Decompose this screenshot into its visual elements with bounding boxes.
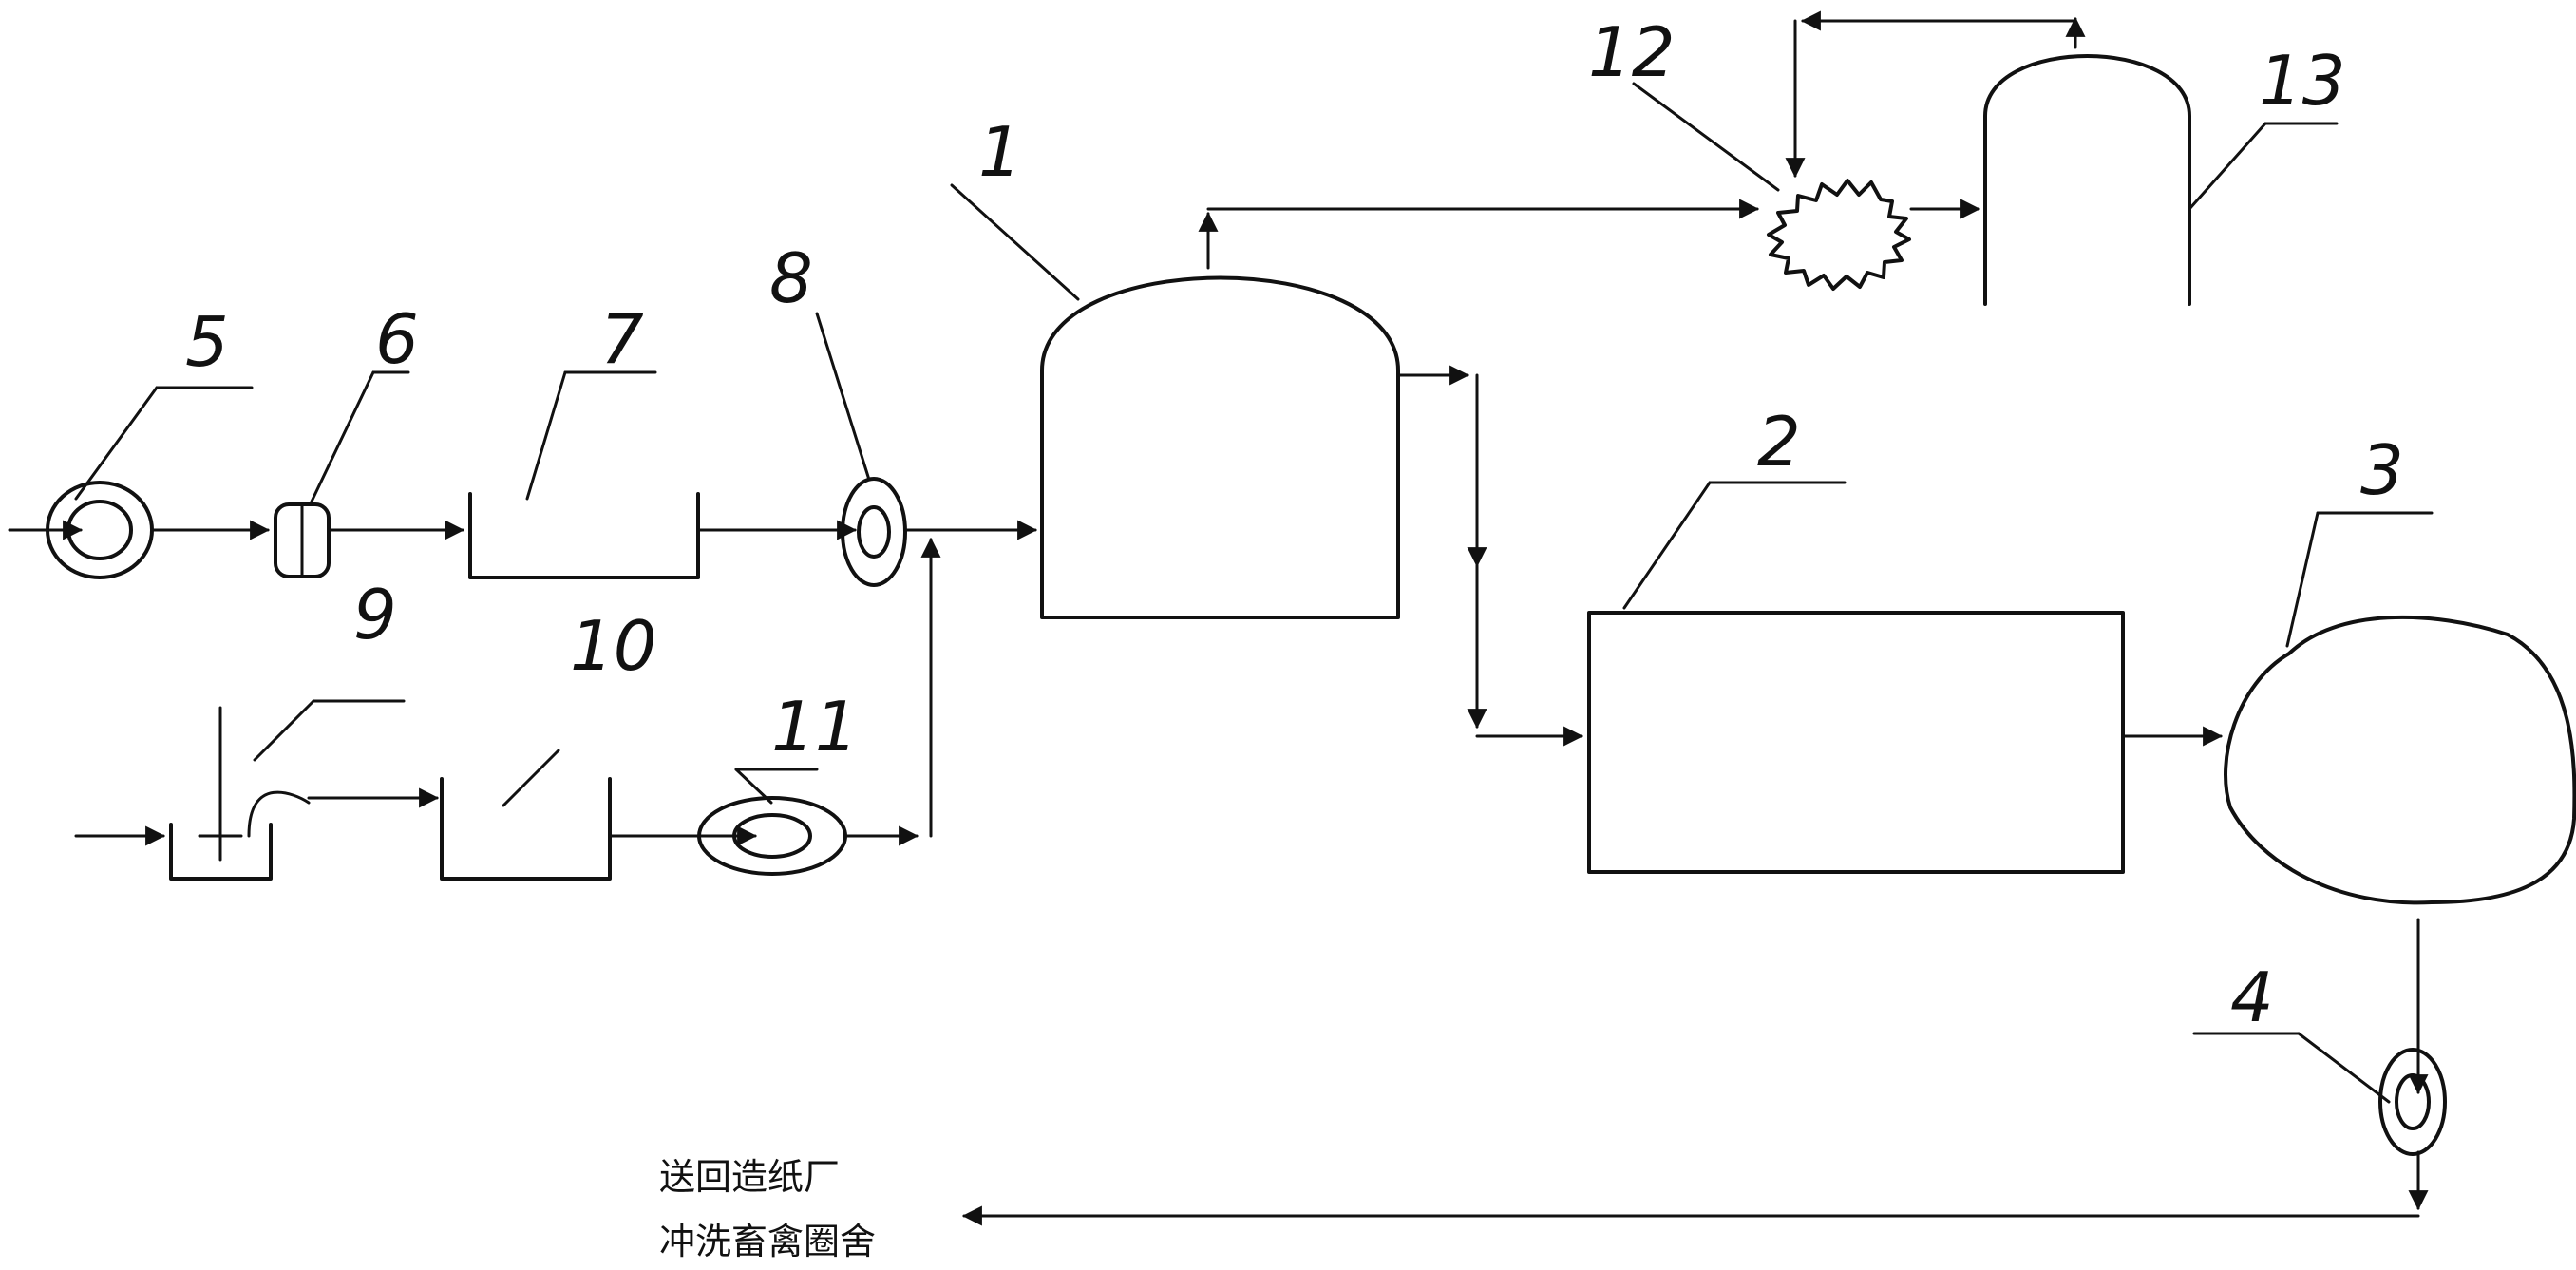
tank-7 xyxy=(468,492,700,579)
storage-3 xyxy=(2224,615,2576,905)
filter-6 xyxy=(274,502,331,578)
label-11: 11 xyxy=(771,687,859,767)
label-1: 1 xyxy=(978,112,1022,192)
tank-10 xyxy=(440,777,612,881)
label-2: 2 xyxy=(1757,402,1801,482)
label-6: 6 xyxy=(375,299,419,379)
gas-purifier-12 xyxy=(1767,179,1911,291)
tank-2 xyxy=(1587,611,2125,874)
gas-holder-13 xyxy=(1983,54,2191,306)
leader-lines xyxy=(74,82,2434,1104)
caption-return-to-paper-mill: 送回造纸厂 xyxy=(659,1156,840,1198)
caption-flush-livestock-pens: 冲洗畜禽圈舍 xyxy=(659,1221,876,1262)
label-7: 7 xyxy=(600,299,644,379)
label-4: 4 xyxy=(2230,957,2274,1037)
label-8: 8 xyxy=(769,238,813,318)
label-5: 5 xyxy=(185,302,229,382)
label-12: 12 xyxy=(1588,12,1676,92)
label-3: 3 xyxy=(2360,430,2404,510)
reactor-1 xyxy=(1040,275,1400,619)
pump-8 xyxy=(841,477,907,587)
label-9: 9 xyxy=(353,575,397,654)
label-10: 10 xyxy=(570,606,657,686)
tank-9 xyxy=(169,706,311,881)
label-13: 13 xyxy=(2259,41,2346,121)
